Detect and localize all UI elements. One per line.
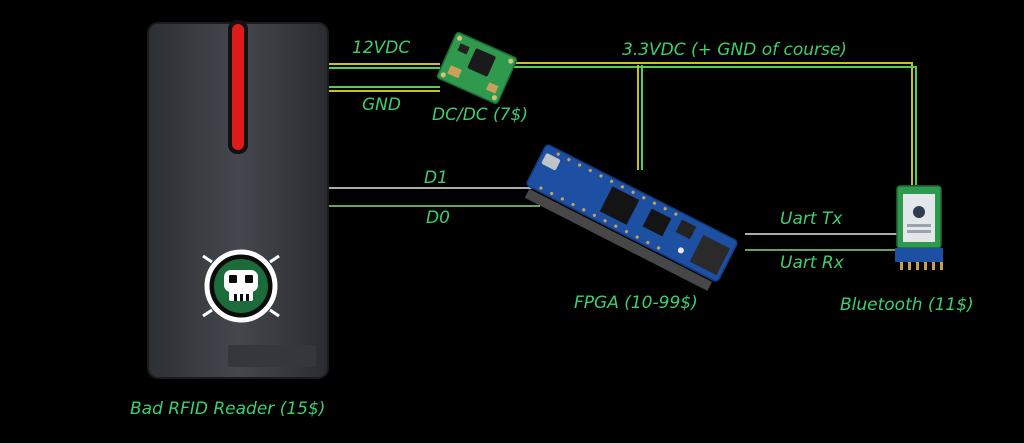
rfid-reader <box>147 20 329 379</box>
component-label-fpga: FPGA (10-99$) <box>574 293 698 313</box>
wire-label-3v3: 3.3VDC (+ GND of course) <box>622 40 847 60</box>
component-label-dcdc: DC/DC (7$) <box>432 105 528 125</box>
wire-label-uart-tx: Uart Tx <box>780 209 843 229</box>
wire-label-d1: D1 <box>424 168 448 188</box>
reader-sticker <box>228 345 316 367</box>
wire-label-12vdc: 12VDC <box>352 38 411 58</box>
wire-gnd <box>328 86 440 92</box>
reader-led-strip <box>232 24 244 150</box>
wire-label-gnd: GND <box>362 95 401 115</box>
wire-12vdc <box>328 63 440 69</box>
wire-label-uart-rx: Uart Rx <box>780 253 844 273</box>
bluetooth-logo-icon <box>913 206 925 218</box>
dcdc-converter-board <box>436 31 518 105</box>
wire-label-d0: D0 <box>426 208 450 228</box>
wire-3v3 <box>505 62 917 185</box>
fpga-board <box>524 144 738 291</box>
component-label-rfid-reader: Bad RFID Reader (15$) <box>130 399 326 419</box>
skull-logo-icon <box>202 249 280 323</box>
usb-connector-icon <box>541 153 561 171</box>
fpga-header-pins <box>524 188 712 291</box>
component-label-bluetooth: Bluetooth (11$) <box>840 295 974 315</box>
bluetooth-module <box>895 185 943 270</box>
